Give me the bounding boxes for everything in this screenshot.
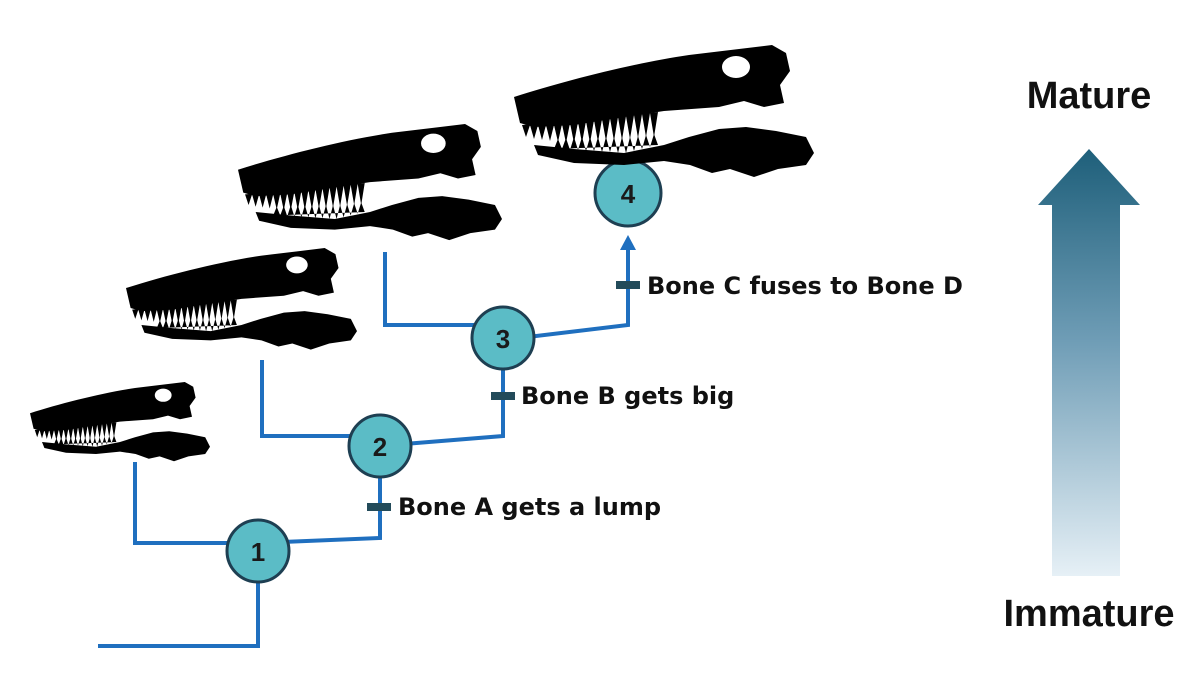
branch-node3-to-skull3 (383, 252, 503, 327)
maturity-arrow (1038, 149, 1140, 576)
node-4: 4 (593, 158, 663, 228)
node-4-label: 4 (621, 179, 636, 209)
node-2-label: 2 (373, 432, 387, 462)
branch-node1-to-skull1 (133, 462, 258, 545)
trait-label-c: Bone C fuses to Bone D (647, 272, 963, 300)
node-2: 2 (347, 413, 413, 479)
maturity-arrow-shape (1038, 149, 1140, 576)
branch-node3-to-node4 (502, 248, 630, 342)
skull-icon (514, 45, 814, 177)
mature-label: Mature (1027, 75, 1152, 117)
skull-icon (238, 124, 502, 241)
node-1: 1 (225, 518, 291, 584)
node-1-label: 1 (251, 537, 265, 567)
tick-bone-a (367, 503, 391, 511)
tick-bone-c (616, 281, 640, 289)
branch-node2-to-skull2 (260, 360, 380, 438)
immature-label: Immature (1003, 593, 1174, 635)
tree-branches (98, 235, 636, 648)
trait-ticks (367, 281, 640, 511)
trait-label-b: Bone B gets big (521, 382, 734, 410)
tick-bone-b (491, 392, 515, 400)
node-3-label: 3 (496, 324, 510, 354)
skull-icon (30, 382, 210, 462)
skull-icon (126, 248, 357, 350)
trait-label-a: Bone A gets a lump (398, 493, 661, 521)
node-3: 3 (470, 305, 536, 371)
arrowhead-to-node4 (620, 235, 636, 250)
branch-node2-to-node3 (379, 343, 505, 448)
root-branch (98, 553, 260, 648)
